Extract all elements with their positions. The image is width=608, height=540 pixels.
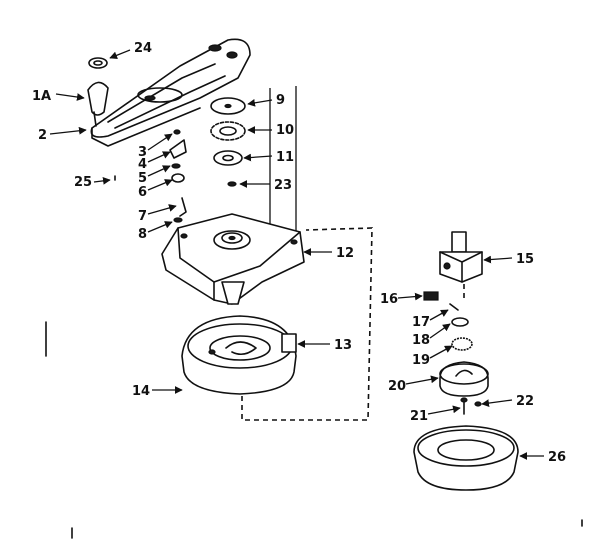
hardware-stack-3-8 bbox=[114, 129, 187, 223]
label-4: 4 bbox=[138, 157, 147, 172]
label-20: 20 bbox=[388, 379, 406, 394]
label-3: 3 bbox=[138, 145, 147, 160]
label-2: 2 bbox=[38, 128, 47, 143]
label-24: 24 bbox=[134, 41, 152, 56]
label-5: 5 bbox=[138, 171, 147, 186]
part-9-washer bbox=[210, 97, 246, 115]
part-10-gear bbox=[210, 121, 246, 141]
part-1a-knob bbox=[87, 81, 109, 127]
label-16: 16 bbox=[380, 292, 398, 307]
part-19-gear bbox=[451, 337, 473, 351]
part-18-washer bbox=[451, 317, 469, 327]
label-19: 19 bbox=[412, 353, 430, 368]
label-10: 10 bbox=[276, 123, 294, 138]
part-12-housing bbox=[161, 213, 305, 305]
label-17: 17 bbox=[412, 315, 430, 330]
leader-lines bbox=[49, 49, 544, 460]
part-11-spacer bbox=[213, 150, 243, 166]
part-2-lever-arm bbox=[90, 38, 251, 147]
label-18: 18 bbox=[412, 333, 430, 348]
part-15-spindle-housing bbox=[439, 231, 483, 283]
label-9: 9 bbox=[276, 93, 285, 108]
label-13: 13 bbox=[334, 338, 352, 353]
label-7: 7 bbox=[138, 209, 147, 224]
label-25: 25 bbox=[74, 175, 92, 190]
label-8: 8 bbox=[138, 227, 147, 242]
part-labels: 24 1A 2 3 4 5 6 25 7 8 9 10 11 23 12 13 … bbox=[32, 41, 566, 465]
label-1a: 1A bbox=[32, 89, 51, 104]
label-15: 15 bbox=[516, 252, 534, 267]
label-11: 11 bbox=[276, 150, 294, 165]
dashed-guide-left bbox=[241, 227, 373, 421]
label-12: 12 bbox=[336, 246, 354, 261]
part-20-cam bbox=[439, 361, 489, 397]
part-26-ring bbox=[413, 425, 519, 491]
part-16-key bbox=[423, 291, 439, 301]
label-14: 14 bbox=[132, 384, 150, 399]
part-22-screw bbox=[474, 401, 482, 407]
part-13-base bbox=[181, 315, 297, 395]
part-24-nut bbox=[88, 57, 108, 69]
part-17-pin bbox=[449, 303, 459, 311]
label-22: 22 bbox=[516, 394, 534, 409]
label-21: 21 bbox=[410, 409, 428, 424]
label-6: 6 bbox=[138, 185, 147, 200]
scan-marks bbox=[45, 321, 583, 539]
label-23: 23 bbox=[274, 178, 292, 193]
label-26: 26 bbox=[548, 450, 566, 465]
part-23-screw bbox=[227, 181, 237, 187]
part-21-screw bbox=[460, 397, 468, 415]
